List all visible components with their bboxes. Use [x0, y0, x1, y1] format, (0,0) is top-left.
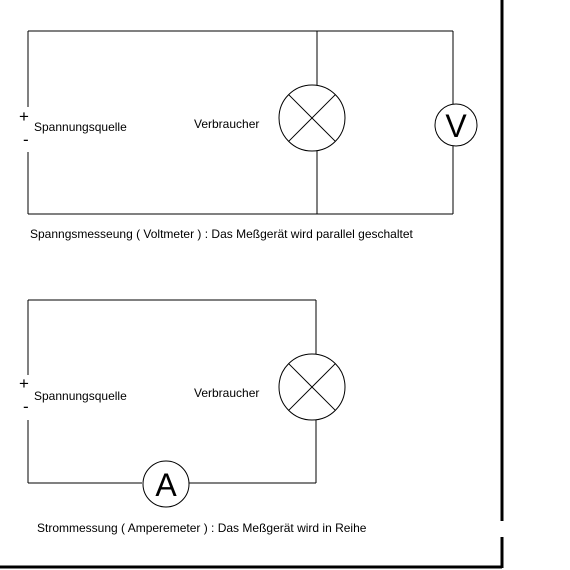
page-frame — [0, 0, 508, 569]
source-plus-sign: + — [19, 107, 29, 126]
source-label: Spannungsquelle — [34, 120, 127, 134]
load-label: Verbraucher — [194, 386, 259, 400]
ammeter-letter: A — [155, 467, 177, 503]
lamp-cross-line — [288, 363, 336, 411]
ammeter-caption: Strommessung ( Amperemeter ) : Das Meßge… — [37, 521, 367, 535]
lamp-cross-line — [288, 94, 336, 142]
ammeter-circle — [142, 460, 190, 508]
voltmeter-caption: Spanngsmesseung ( Voltmeter ) : Das Meßg… — [30, 227, 414, 241]
source-label: Spannungsquelle — [34, 389, 127, 403]
source-minus-sign: - — [23, 130, 29, 149]
lamp-symbol — [278, 84, 346, 152]
voltmeter-circuit: V + - Spannungsquelle Verbraucher Spanng… — [19, 30, 478, 241]
voltmeter-symbol: V — [434, 103, 478, 147]
source-plus-sign: + — [19, 374, 29, 393]
voltmeter-circle — [434, 103, 478, 147]
load-label: Verbraucher — [194, 117, 259, 131]
ammeter-circuit: A + - Spannungsquelle Verbraucher Stromm… — [19, 299, 367, 535]
lamp-symbol — [278, 353, 346, 421]
ammeter-symbol: A — [142, 460, 190, 508]
source-minus-sign: - — [23, 397, 29, 416]
frame-gap — [498, 521, 508, 537]
voltmeter-letter: V — [445, 108, 467, 144]
